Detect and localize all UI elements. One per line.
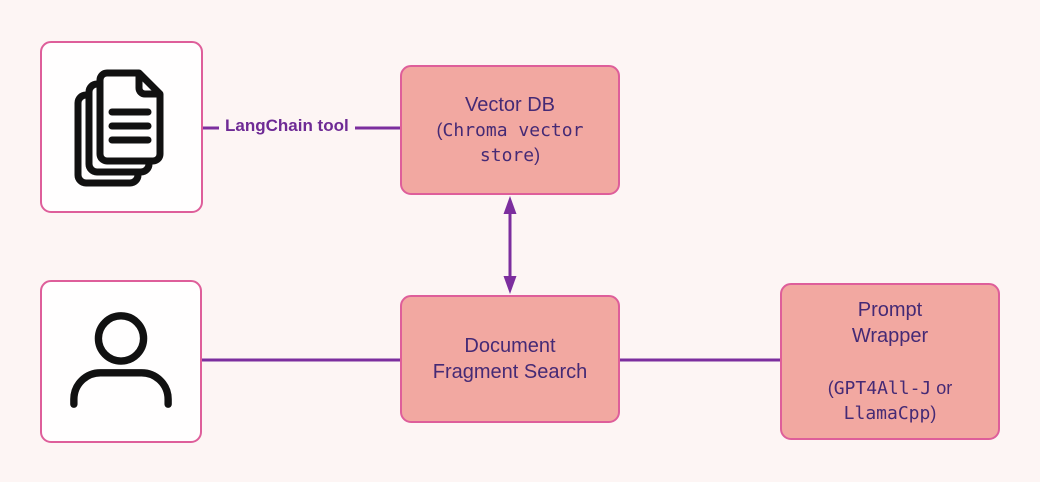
vector-db-detail-code: Chroma vector store [442, 120, 584, 166]
fragment-search-title-line2: Fragment Search [432, 361, 588, 383]
paren-open: ( [436, 120, 443, 140]
vector-db-title: Vector DB [464, 94, 556, 116]
prompt-wrapper-detail-line2: LlamaCpp) [844, 401, 937, 426]
prompt-wrapper-title-line1: Prompt [857, 299, 923, 321]
paren-close: ) [534, 145, 541, 165]
or-word: or [931, 378, 953, 398]
fragment-search-node[interactable]: Document Fragment Search [400, 295, 620, 423]
prompt-wrapper-model1: GPT4All-J [833, 378, 932, 399]
documents-node[interactable] [40, 41, 203, 213]
fragment-search-title-line1: Document [464, 335, 556, 357]
vector-db-detail: (Chroma vector store) [420, 118, 600, 168]
prompt-wrapper-title-line2: Wrapper [851, 325, 929, 347]
paren-open: ( [827, 378, 834, 398]
paren-close: ) [930, 403, 937, 423]
prompt-wrapper-detail-line1: (GPT4All-J or [828, 376, 953, 401]
prompt-wrapper-node[interactable]: Prompt Wrapper (GPT4All-J or LlamaCpp) [780, 283, 1000, 440]
person-icon [70, 311, 172, 408]
vector-db-node[interactable]: Vector DB (Chroma vector store) [400, 65, 620, 195]
arrowhead-down-icon [503, 276, 517, 294]
user-node[interactable] [40, 280, 202, 443]
documents-stack-icon [74, 69, 163, 187]
edge-label-langchain-tool: LangChain tool [219, 115, 355, 137]
prompt-wrapper-model2: LlamaCpp [843, 403, 931, 424]
arrowhead-up-icon [503, 196, 517, 214]
